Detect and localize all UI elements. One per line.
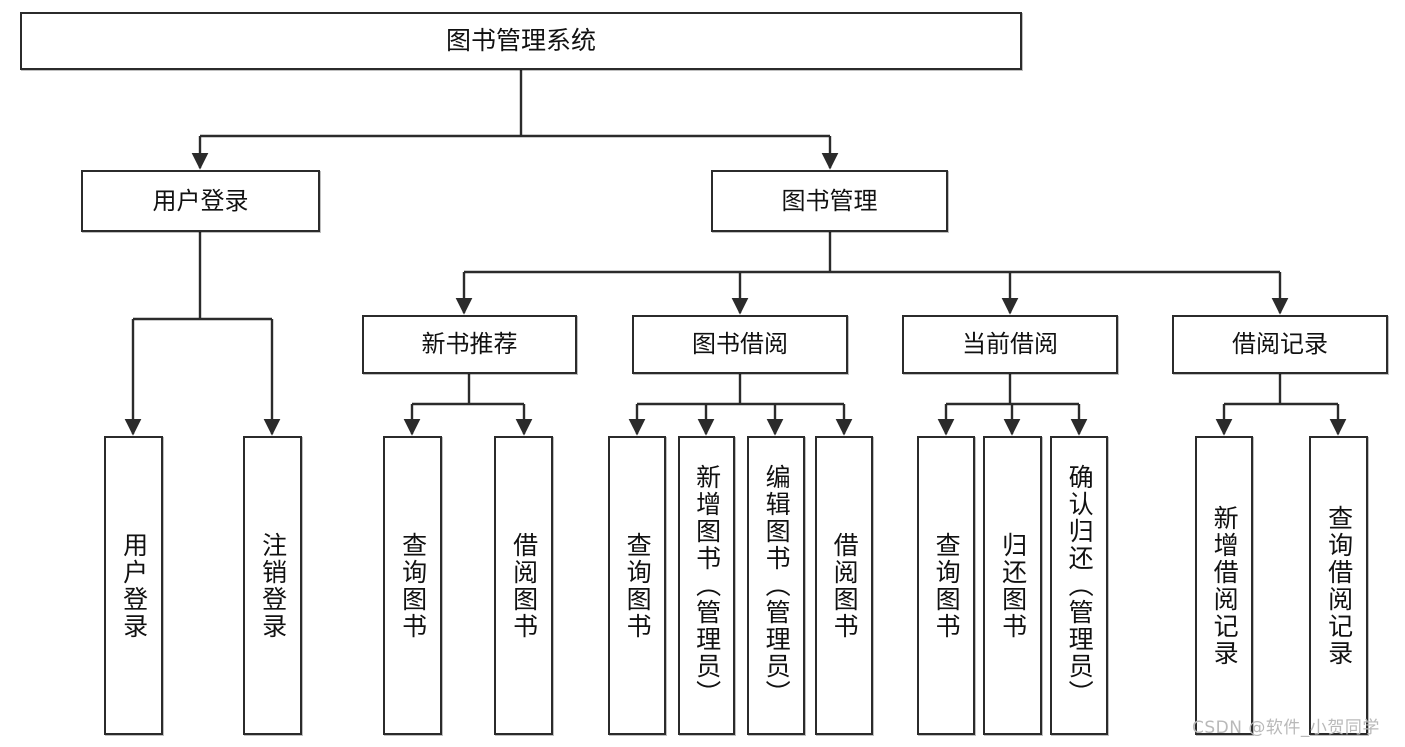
node-label: 新增借阅记录: [1210, 504, 1240, 667]
csdn-watermark: CSDN @软件_小贺同学: [1192, 718, 1380, 738]
node-label: 查询图书: [932, 531, 962, 640]
node-user-login[interactable]: 用户登录: [81, 170, 320, 232]
node-label: 查询借阅记录: [1324, 504, 1354, 667]
leaf-query-book-borrow[interactable]: 查询图书: [608, 436, 666, 735]
node-label: 新书推荐: [421, 330, 518, 359]
leaf-query-borrow-record[interactable]: 查询借阅记录: [1309, 436, 1368, 735]
node-label: 查询图书: [623, 531, 653, 640]
node-current-borrow[interactable]: 当前借阅: [902, 315, 1118, 374]
node-label: 图书管理系统: [445, 26, 596, 56]
node-label: 图书借阅: [692, 330, 788, 359]
node-label: 确认归还（管理员）: [1065, 464, 1095, 707]
node-root-system[interactable]: 图书管理系统: [20, 12, 1022, 70]
leaf-borrow-book-recommend[interactable]: 借阅图书: [494, 436, 553, 735]
node-label: 当前借阅: [962, 330, 1058, 359]
node-label: 用户登录: [152, 186, 249, 215]
node-label: 借阅图书: [509, 531, 539, 640]
node-label: 查询图书: [398, 531, 428, 640]
leaf-confirm-return[interactable]: 确认归还（管理员）: [1050, 436, 1108, 735]
node-label: 借阅记录: [1232, 330, 1328, 359]
node-label: 归还图书: [998, 531, 1028, 640]
node-new-book-recommend[interactable]: 新书推荐: [362, 315, 577, 374]
leaf-add-book[interactable]: 新增图书（管理员）: [678, 436, 735, 735]
node-borrow-record[interactable]: 借阅记录: [1172, 315, 1388, 374]
node-book-management[interactable]: 图书管理: [711, 170, 948, 232]
leaf-query-book-current[interactable]: 查询图书: [917, 436, 975, 735]
leaf-return-book[interactable]: 归还图书: [983, 436, 1042, 735]
leaf-borrow-book[interactable]: 借阅图书: [815, 436, 873, 735]
node-book-borrow[interactable]: 图书借阅: [632, 315, 848, 374]
node-label: 借阅图书: [830, 531, 860, 640]
leaf-logout[interactable]: 注销登录: [243, 436, 302, 735]
node-label: 图书管理: [781, 186, 878, 215]
leaf-user-login[interactable]: 用户登录: [104, 436, 163, 735]
node-label: 注销登录: [258, 531, 288, 640]
leaf-query-book-recommend[interactable]: 查询图书: [383, 436, 442, 735]
leaf-edit-book[interactable]: 编辑图书（管理员）: [747, 436, 805, 735]
node-label: 新增图书（管理员）: [692, 464, 722, 707]
node-label: 编辑图书（管理员）: [762, 464, 792, 707]
node-label: 用户登录: [119, 531, 149, 640]
leaf-add-borrow-record[interactable]: 新增借阅记录: [1195, 436, 1253, 735]
